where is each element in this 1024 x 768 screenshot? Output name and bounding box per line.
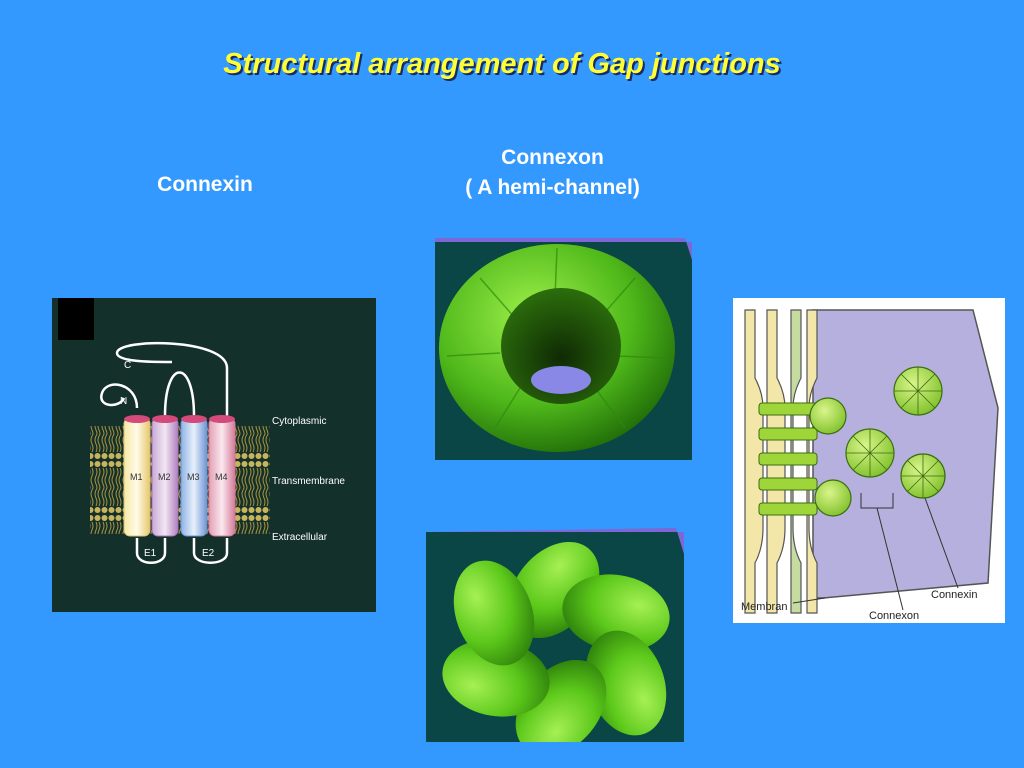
peptide-chain (100, 341, 229, 564)
segment-m2-label: M2 (158, 472, 171, 482)
layer-extracellular-label: Extracellular (272, 532, 328, 543)
connexon-pinwheel-svg (426, 528, 684, 742)
layer-cytoplasmic-label: Cytoplasmic (272, 416, 326, 427)
segment-m1-label: M1 (130, 472, 143, 482)
connexin-topology-figure: C N M1 M2 M3 M4 E1 E2 Cytoplasmic Transm… (52, 298, 376, 612)
connexon-heading-line2: ( A hemi-channel) (465, 176, 640, 199)
connexin-label: Connexin (931, 589, 977, 601)
connexon-label: Connexon (869, 610, 919, 622)
loop-e1-label: E1 (144, 548, 157, 559)
transmembrane-helices (123, 415, 236, 537)
connexon-side-view-render (426, 528, 684, 742)
c-terminus-label: C (124, 360, 131, 371)
black-corner-mark (58, 298, 94, 340)
connexin-subunits (442, 541, 670, 742)
gap-junction-membrane-diagram: Membran Connexon Connexin (733, 298, 1005, 623)
n-terminus-label: N (120, 396, 127, 407)
connexon-heading: Connexon ( A hemi-channel) (420, 143, 685, 203)
connexon-ring-svg (435, 238, 692, 460)
connexin-heading: Connexin (157, 173, 253, 196)
membrane-diagram-svg: Membran Connexon Connexin (741, 309, 999, 622)
connexon-heading-line1: Connexon (501, 146, 604, 169)
slide-title: Structural arrangement of Gap junctions (223, 48, 781, 80)
layer-transmembrane-label: Transmembrane (272, 476, 345, 487)
connexon-top-view-render (435, 238, 692, 460)
segment-m4-label: M4 (215, 472, 228, 482)
lipid-bilayer (90, 426, 270, 534)
segment-m3-label: M3 (187, 472, 200, 482)
loop-e2-label: E2 (202, 548, 215, 559)
connexin-topology-svg: C N M1 M2 M3 M4 E1 E2 Cytoplasmic Transm… (58, 298, 345, 564)
membrane-label: Membran (741, 601, 787, 613)
